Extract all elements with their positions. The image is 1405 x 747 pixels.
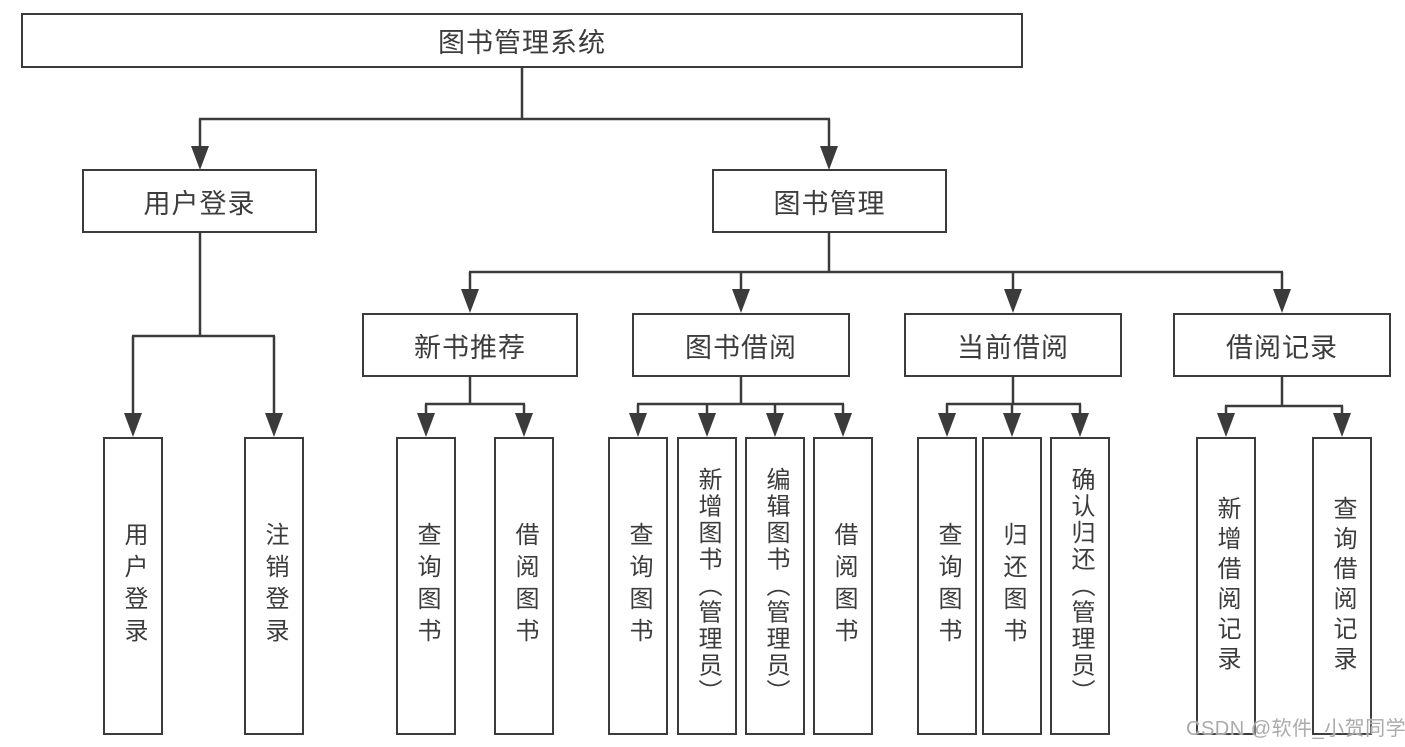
node-new-book-recommendation: 新书推荐 — [362, 313, 578, 377]
node-borrowing-records-label: 借阅记录 — [1226, 332, 1338, 363]
node-user-login: 用户登录 — [82, 169, 317, 233]
leaf-query-books-current-label: 查询图书 — [934, 522, 961, 650]
node-library-system-label: 图书管理系统 — [438, 28, 606, 58]
node-user-login-label: 用户登录 — [143, 188, 256, 219]
node-book-borrowing-label: 图书借阅 — [685, 332, 797, 363]
node-current-borrowing-label: 当前借阅 — [957, 332, 1069, 363]
leaf-return-books-label: 归还图书 — [999, 522, 1026, 650]
node-book-management: 图书管理 — [712, 169, 947, 233]
leaf-query-books-borrowing-label: 查询图书 — [625, 522, 652, 650]
leaf-borrow-books-recommend: 借阅图书 — [494, 437, 554, 735]
node-book-borrowing: 图书借阅 — [632, 313, 850, 377]
leaf-return-books: 归还图书 — [982, 437, 1042, 735]
leaf-query-books-recommend: 查询图书 — [396, 437, 456, 735]
node-library-system: 图书管理系统 — [21, 13, 1023, 68]
node-current-borrowing: 当前借阅 — [904, 313, 1122, 377]
leaf-add-book-admin: 新增图书（管理员） — [677, 437, 737, 735]
leaf-query-borrow-record: 查询借阅记录 — [1312, 437, 1372, 735]
leaf-user-login-label: 用户登录 — [120, 522, 147, 650]
leaf-query-books-borrowing: 查询图书 — [608, 437, 668, 735]
leaf-confirm-return-admin: 确认归还（管理员） — [1050, 437, 1110, 735]
leaf-user-login: 用户登录 — [103, 437, 163, 735]
node-borrowing-records: 借阅记录 — [1173, 313, 1391, 377]
leaf-logout: 注销登录 — [244, 437, 304, 735]
leaf-add-book-admin-label: 新增图书（管理员） — [694, 466, 721, 706]
leaf-confirm-return-admin-label: 确认归还（管理员） — [1067, 466, 1094, 706]
leaf-edit-book-admin: 编辑图书（管理员） — [745, 437, 805, 735]
leaf-edit-book-admin-label: 编辑图书（管理员） — [762, 466, 789, 706]
arrowheads — [124, 146, 1351, 437]
leaf-query-borrow-record-label: 查询借阅记录 — [1329, 496, 1356, 676]
leaf-query-books-current: 查询图书 — [917, 437, 977, 735]
leaf-query-books-recommend-label: 查询图书 — [413, 522, 440, 650]
leaf-borrow-books-borrowing: 借阅图书 — [813, 437, 873, 735]
leaf-logout-label: 注销登录 — [261, 522, 288, 650]
leaf-borrow-books-recommend-label: 借阅图书 — [511, 522, 538, 650]
leaf-borrow-books-borrowing-label: 借阅图书 — [830, 522, 857, 650]
csdn-watermark: CSDN @软件_小贺同学 — [1186, 718, 1405, 740]
leaf-add-borrow-record: 新增借阅记录 — [1196, 437, 1256, 735]
node-book-management-label: 图书管理 — [773, 188, 886, 219]
leaf-add-borrow-record-label: 新增借阅记录 — [1213, 496, 1240, 676]
node-new-book-recommendation-label: 新书推荐 — [414, 332, 526, 363]
